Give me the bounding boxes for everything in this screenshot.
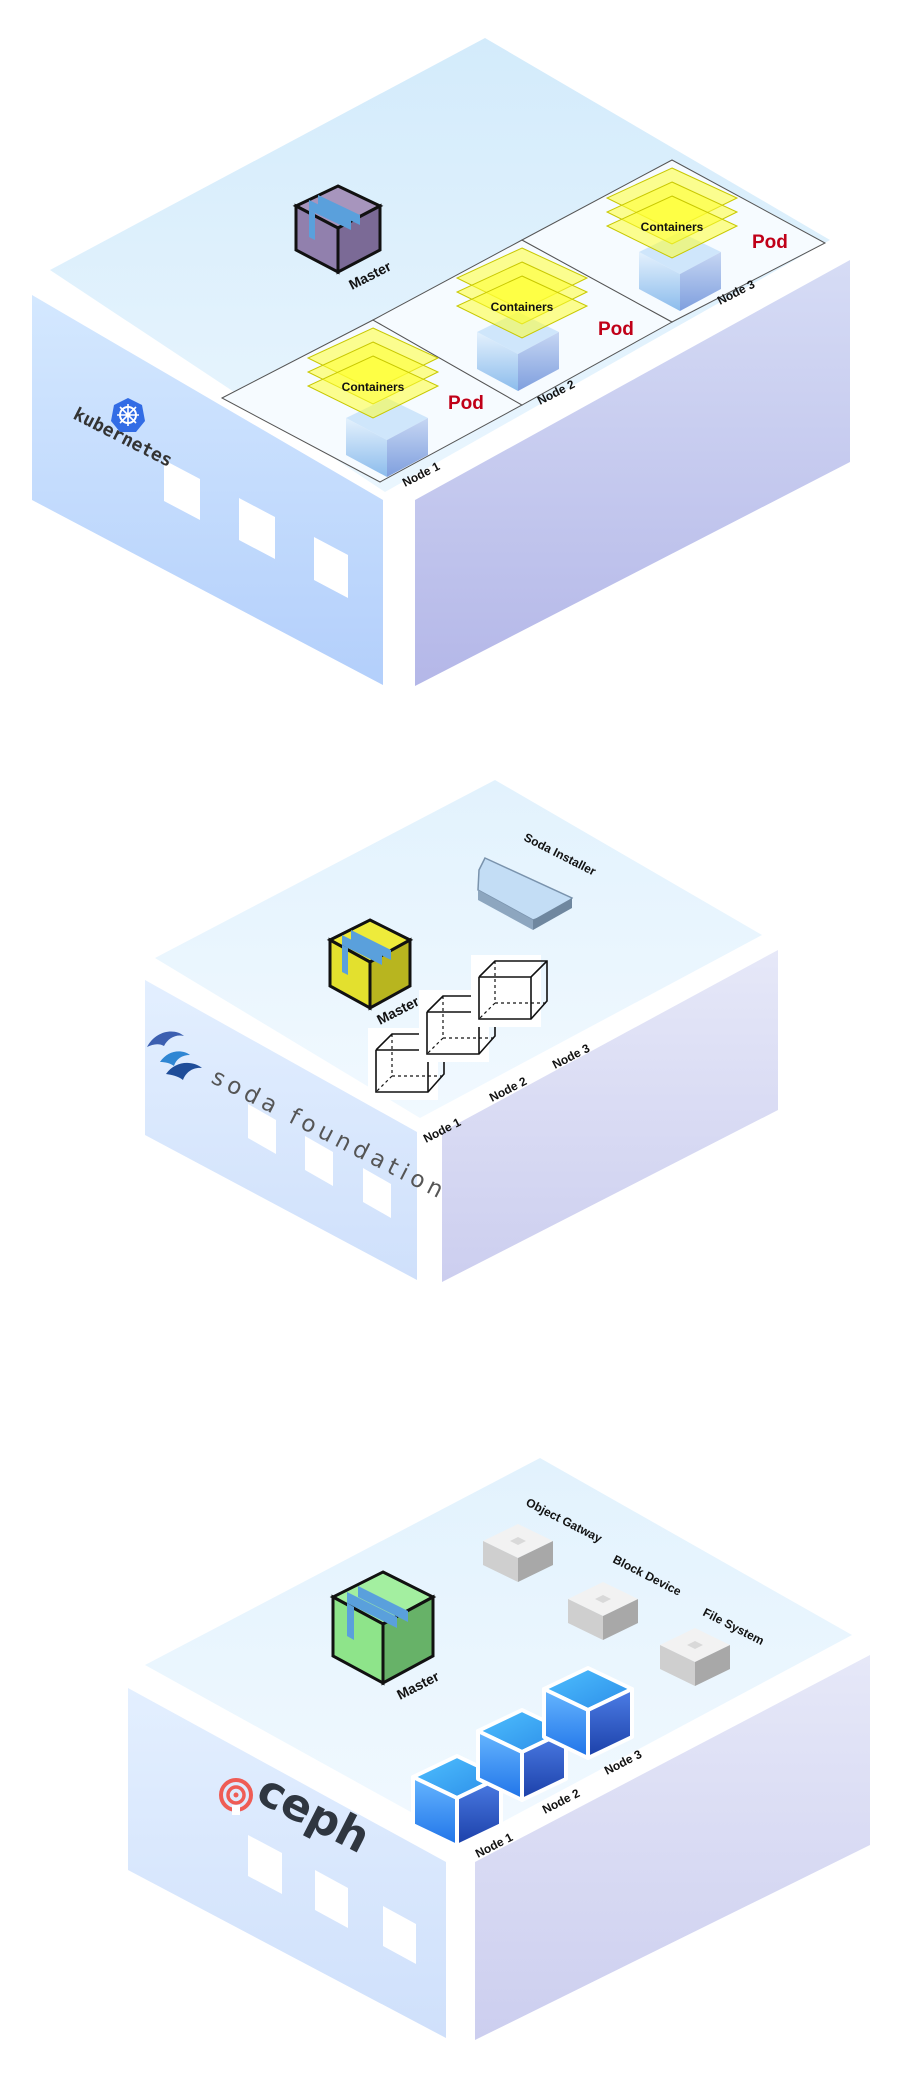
kubernetes-node-1: Containers Pod: [306, 327, 484, 477]
object-gateway-device: [483, 1524, 553, 1582]
kubernetes-node-3: Containers Pod: [605, 167, 788, 311]
containers-label: Containers: [641, 220, 704, 234]
soda-node-cube-3: [471, 955, 548, 1027]
window: [164, 460, 200, 520]
containers-label: Containers: [491, 300, 554, 314]
file-system-device: [660, 1628, 730, 1686]
containers-label: Containers: [342, 380, 405, 394]
block-device: [568, 1582, 638, 1640]
kubernetes-master-cube: [292, 184, 384, 275]
kubernetes-right-wall: [415, 260, 850, 686]
kubernetes-node-2: Containers Pod: [455, 247, 634, 391]
window: [363, 1168, 391, 1218]
kubernetes-helm-icon: [111, 398, 145, 432]
ceph-left-wall: [128, 1688, 446, 2038]
window: [248, 1104, 276, 1154]
pod-label: Pod: [598, 319, 634, 340]
ceph-building: [128, 1458, 870, 2040]
ceph-octopus-icon: [219, 1778, 253, 1815]
kubernetes-building: [32, 38, 850, 686]
kubernetes-left-wall: [32, 295, 383, 685]
dolphins-icon: [147, 1031, 202, 1080]
pod-label: Pod: [448, 393, 484, 414]
window: [315, 1870, 348, 1928]
ceph-right-wall: [475, 1655, 870, 2040]
soda-roof: [155, 780, 762, 1118]
window: [383, 1906, 416, 1964]
soda-installer-device: [477, 857, 574, 930]
ceph-roof: [145, 1458, 852, 1842]
window: [248, 1835, 282, 1894]
window: [239, 498, 275, 559]
window: [314, 537, 348, 598]
soda-master-cube: [326, 918, 414, 1011]
soda-building: [145, 780, 778, 1282]
ceph-node-cube-1: [411, 1754, 503, 1848]
kubernetes-roof: [50, 38, 830, 492]
ceph-master-cube: [329, 1570, 437, 1686]
soda-left-wall: [145, 980, 417, 1280]
soda-right-wall: [442, 950, 778, 1282]
ceph-node-cube-3: [542, 1666, 634, 1760]
window: [305, 1136, 333, 1186]
pod-label: Pod: [752, 232, 788, 253]
